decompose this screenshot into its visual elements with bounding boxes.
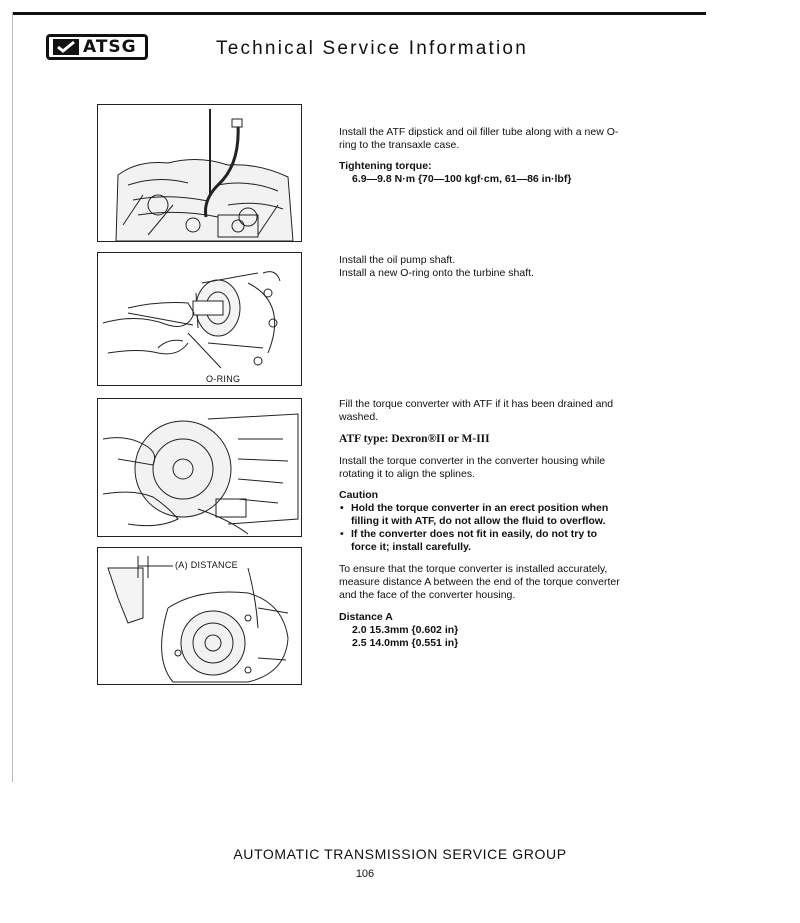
caution-item: Hold the torque converter in an erect po…: [339, 502, 624, 528]
section-torque-converter: Fill the torque converter with ATF if it…: [339, 398, 624, 650]
distance-illustration: [107, 556, 289, 683]
figure-label-distance: (A) DISTANCE: [175, 560, 238, 570]
oring-instruction: Install a new O-ring onto the turbine sh…: [339, 267, 534, 279]
install-instruction: Install the torque converter in the conv…: [339, 455, 606, 480]
figure-oring: O-RING: [97, 252, 302, 386]
oring-illustration: [102, 271, 281, 369]
footer-org: AUTOMATIC TRANSMISSION SERVICE GROUP: [233, 846, 567, 862]
fill-instruction: Fill the torque converter with ATF if it…: [339, 398, 614, 423]
dipstick-illustration: [115, 109, 294, 241]
distance-heading: Distance A: [339, 611, 393, 623]
dipstick-instruction: Install the ATF dipstick and oil filler …: [339, 126, 619, 151]
section-oil-pump: Install the oil pump shaft. Install a ne…: [339, 254, 624, 280]
torque-value: 6.9—9.8 N·m {70—100 kgf·cm, 61—86 in·lbf…: [352, 173, 572, 185]
figure-label-oring: O-RING: [206, 374, 241, 384]
left-margin-rule: [12, 12, 13, 782]
figure-dipstick: [97, 104, 302, 242]
check-flag-icon: [53, 39, 79, 55]
caution-list: Hold the torque converter in an erect po…: [339, 502, 624, 554]
converter-fill-illustration: [102, 413, 299, 535]
atf-type: ATF type: Dexron®II or M-III: [339, 433, 490, 445]
figure-fill-converter: [97, 398, 302, 537]
page-number: 106: [355, 868, 375, 880]
distance-value: 2.5 14.0mm {0.551 in}: [352, 637, 459, 649]
measure-instruction: To ensure that the torque converter is i…: [339, 563, 620, 601]
caution-item: If the converter does not fit in easily,…: [339, 528, 624, 554]
atsg-logo: ATSG: [46, 34, 148, 60]
top-rule: [12, 12, 706, 15]
figure-distance: (A) DISTANCE: [97, 547, 302, 685]
torque-heading: Tightening torque:: [339, 160, 432, 172]
logo-text: ATSG: [83, 36, 137, 57]
oil-pump-instruction: Install the oil pump shaft.: [339, 254, 456, 266]
page-title: Technical Service Information: [216, 38, 528, 59]
section-dipstick: Install the ATF dipstick and oil filler …: [339, 126, 624, 186]
caution-heading: Caution: [339, 489, 379, 501]
distance-value: 2.0 15.3mm {0.602 in}: [352, 624, 459, 636]
